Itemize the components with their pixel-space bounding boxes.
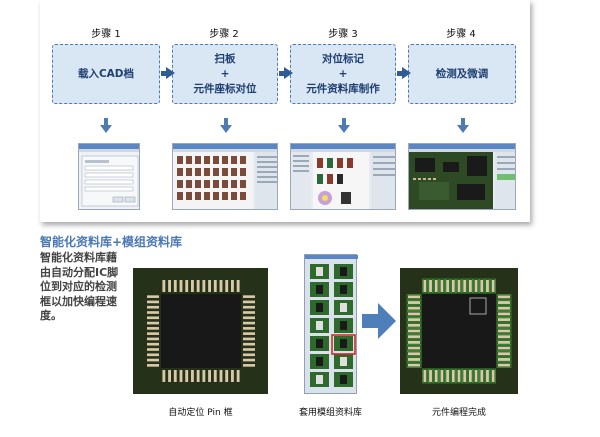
library-mock-image — [291, 152, 395, 209]
scan-mock-image — [173, 152, 277, 209]
workflow-panel: 步骤 1 步骤 2 步骤 3 步骤 4 载入CAD档 扫板 + 元件座标对位 对… — [40, 0, 530, 222]
arrow-right-icon — [397, 67, 411, 79]
step-3-line-2: + — [338, 67, 348, 80]
section-title: 智能化资料库+模组资料库 — [40, 235, 183, 249]
caption-auto-pin: 自动定位 Pin 框 — [168, 408, 233, 418]
step-4-screenshot — [408, 143, 516, 210]
caption-module-library: 套用模组资料库 — [298, 408, 362, 418]
qfp-chip-image — [133, 268, 268, 394]
arrow-right-icon — [362, 303, 396, 339]
module-library-panel — [304, 254, 358, 394]
dialog-mock-image — [81, 155, 139, 207]
inspection-mock-image — [409, 152, 515, 209]
step-3-line-3: 元件资料库制作 — [306, 82, 380, 95]
arrow-right-icon — [279, 67, 293, 79]
qfp-chip-programmed-image — [400, 268, 518, 394]
step-3-box: 对位标记 + 元件资料库制作 — [290, 44, 396, 104]
step-4-label: 步骤 4 — [446, 29, 476, 40]
section-description: 智能化资料库藉由自动分配IC脚位到对应的检测框以加快编程速度。 — [40, 251, 119, 322]
step-3-screenshot — [290, 143, 396, 210]
step-2-line-3: 元件座标对位 — [193, 82, 257, 95]
chip-photo-programmed — [400, 268, 518, 394]
step-3-label: 步骤 3 — [328, 29, 358, 40]
step-4-box: 检测及微调 — [408, 44, 516, 104]
step-3-line-1: 对位标记 — [322, 52, 364, 65]
arrow-down-icon — [100, 118, 112, 134]
step-1-screenshot — [78, 143, 140, 210]
arrow-down-icon — [220, 118, 232, 134]
caption-programming-done: 元件编程完成 — [431, 408, 486, 418]
step-2-line-1: 扫板 — [214, 52, 236, 65]
arrow-right-icon — [161, 67, 175, 79]
step-1-box: 载入CAD档 — [52, 44, 160, 104]
step-1-text: 载入CAD档 — [77, 67, 135, 80]
arrow-down-icon — [457, 118, 469, 134]
step-2-line-2: + — [220, 67, 230, 80]
step-4-text: 检测及微调 — [435, 67, 489, 80]
step-2-box: 扫板 + 元件座标对位 — [172, 44, 278, 104]
step-2-screenshot — [172, 143, 278, 210]
arrow-down-icon — [338, 118, 350, 134]
step-1-label: 步骤 1 — [91, 29, 121, 40]
module-library-image — [305, 255, 358, 387]
chip-photo-auto-pin — [133, 268, 268, 394]
step-2-label: 步骤 2 — [209, 29, 239, 40]
